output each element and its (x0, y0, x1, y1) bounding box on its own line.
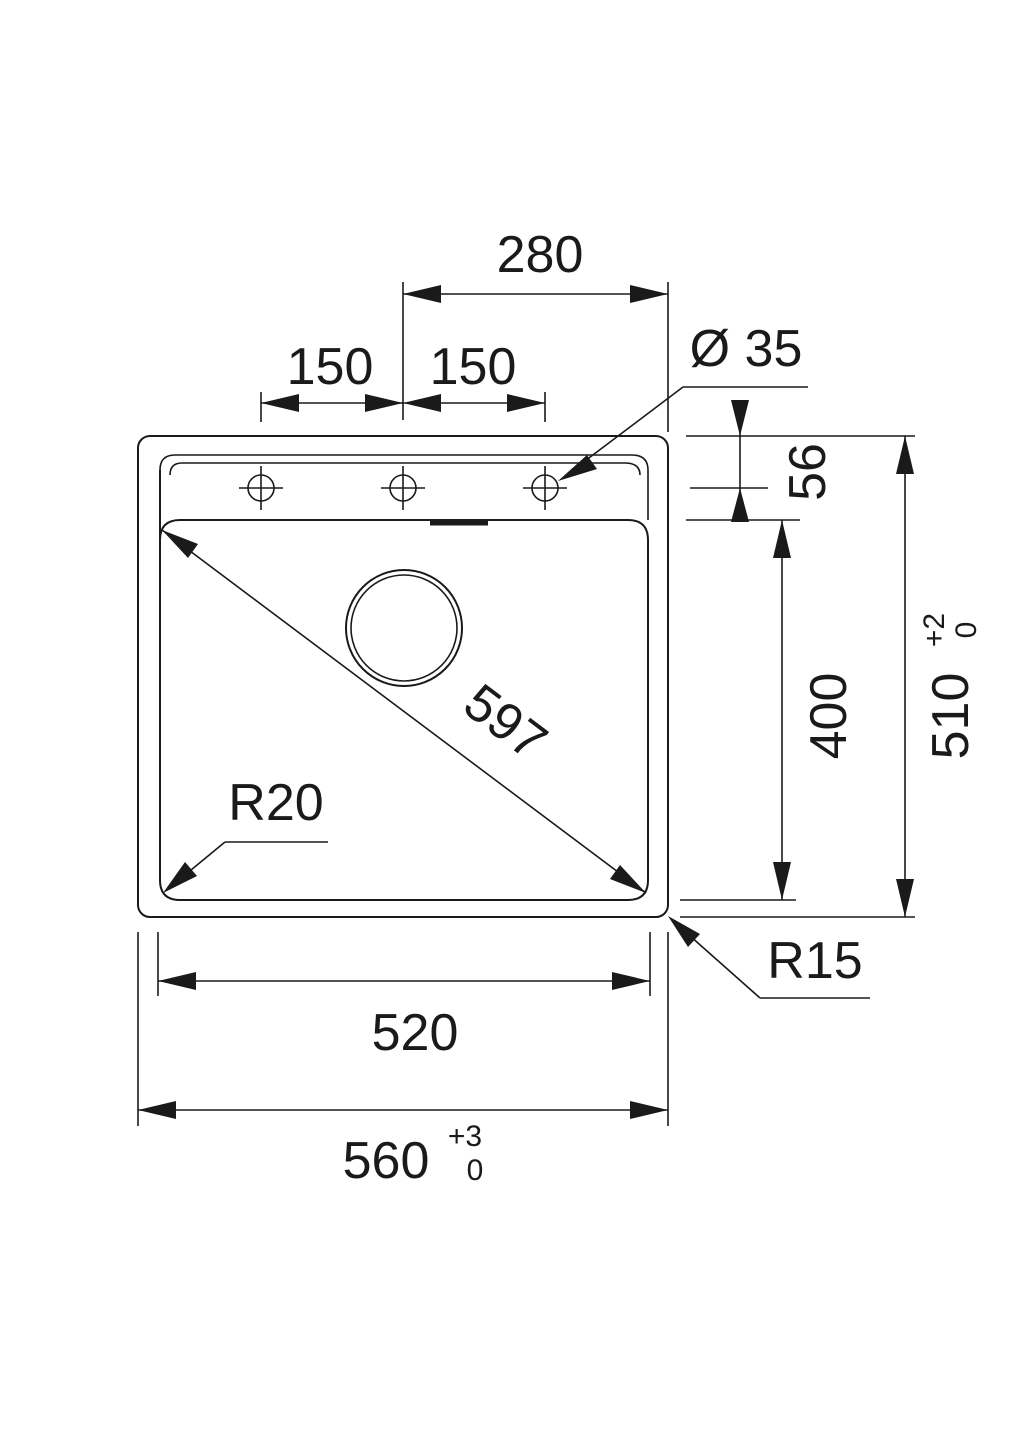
dimension-150-pair: 150 150 (260, 338, 546, 422)
dimension-560: 560 +3 0 (137, 932, 669, 1190)
dimension-label: 400 (800, 673, 858, 760)
deck-lip (159, 454, 649, 520)
dimension-label: 560 (343, 1132, 430, 1190)
sink-outline (137, 435, 669, 918)
tolerance-plus: +3 (448, 1120, 482, 1153)
dimension-label: 56 (779, 443, 837, 501)
dimension-510: 510 +2 0 (680, 436, 983, 918)
dimension-label: R20 (228, 774, 323, 832)
dimension-label: R15 (767, 932, 862, 990)
dimension-label: 280 (497, 226, 584, 284)
waste-outlet-inner (350, 574, 458, 682)
tolerance-plus: +2 (918, 613, 951, 647)
dimension-r15: R15 (668, 916, 870, 999)
dimension-hole-diameter: Ø 35 (558, 320, 808, 481)
tolerance-minus: 0 (467, 1154, 484, 1187)
dimension-56: 56 (686, 400, 915, 522)
waste-outlet-outer (345, 569, 463, 687)
tap-hole-left (239, 466, 283, 510)
deck-lip-inner (169, 462, 641, 476)
dimension-597: 597 (161, 529, 647, 894)
tap-hole-right (523, 466, 567, 510)
dimension-label: 150 (430, 338, 517, 396)
dimension-280: 280 (402, 226, 669, 432)
dimension-label: 520 (372, 1004, 459, 1062)
dimension-label: 150 (287, 338, 374, 396)
dimension-520: 520 (157, 932, 651, 1062)
dimension-label: Ø 35 (690, 320, 803, 378)
dimension-r20: R20 (163, 774, 328, 893)
sink-outer-edge (137, 435, 669, 918)
bowl-edge (159, 519, 649, 901)
dimension-400: 400 (680, 520, 858, 901)
tap-holes (239, 466, 567, 510)
dimension-label: 597 (453, 673, 557, 772)
tap-hole-center (381, 466, 425, 510)
dimension-label: 510 (922, 673, 980, 760)
tolerance-minus: 0 (950, 622, 983, 639)
